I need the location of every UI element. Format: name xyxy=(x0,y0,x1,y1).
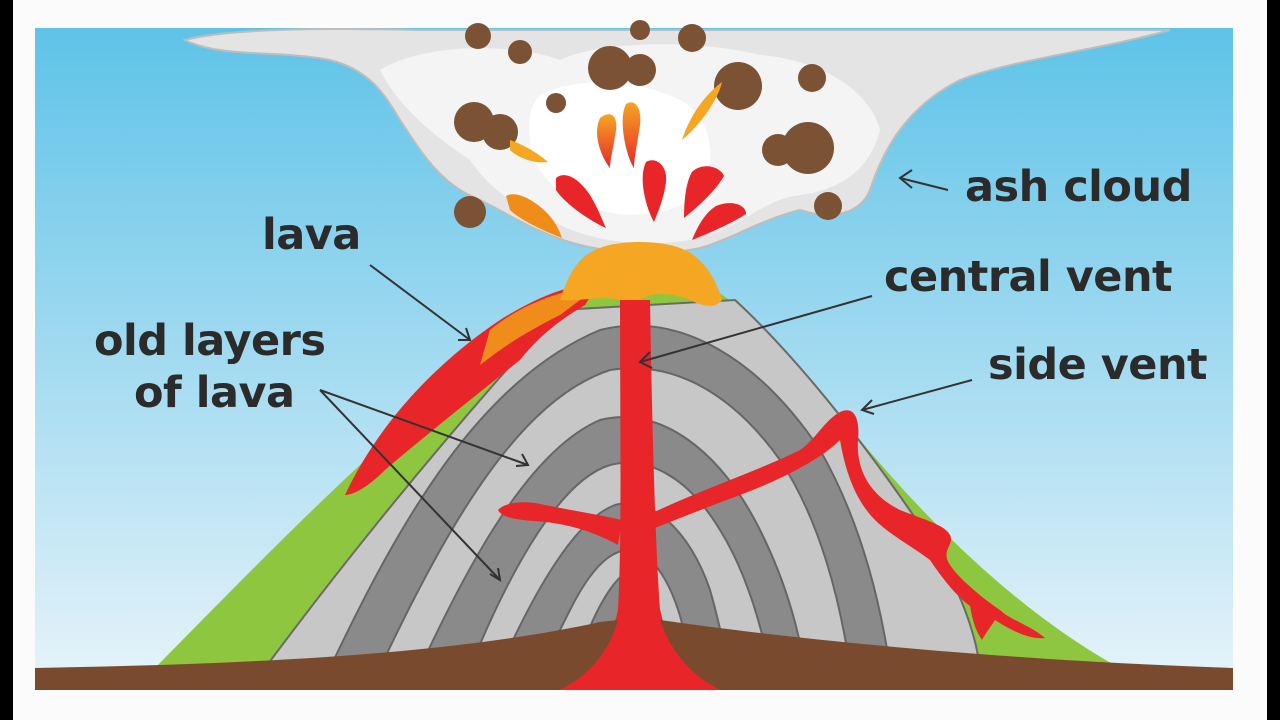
ejected-rocks xyxy=(454,20,842,228)
lava-branch-left xyxy=(498,502,622,545)
annotation-arrows xyxy=(319,169,973,582)
label-lava: lava xyxy=(262,210,361,260)
label-central-vent: central vent xyxy=(884,252,1173,302)
label-ash-cloud: ash cloud xyxy=(965,162,1192,212)
ground xyxy=(35,620,618,690)
central-vent xyxy=(560,300,720,690)
crater-lava xyxy=(560,242,722,306)
label-side-vent: side vent xyxy=(988,340,1208,390)
lava-bombs xyxy=(506,82,746,240)
label-old-layers-line2: of lava xyxy=(134,368,295,418)
side-vent-channel xyxy=(648,410,1045,640)
lava-flow-left xyxy=(345,282,600,495)
label-old-layers-line1: old layers xyxy=(94,316,326,366)
